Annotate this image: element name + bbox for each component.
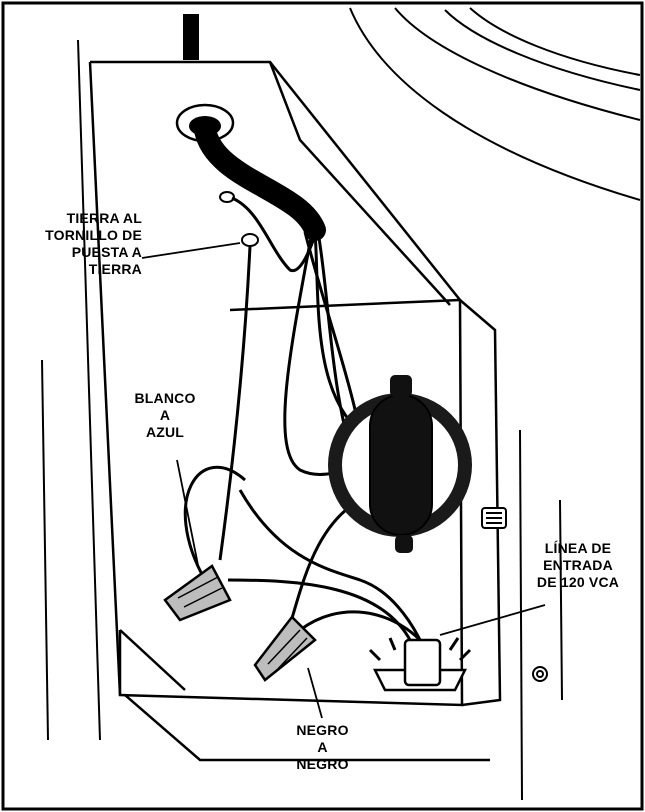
label-black-to-black-line-3: NEGRO <box>296 756 349 772</box>
label-line-in-line-2: ENTRADA <box>543 557 613 573</box>
label-white-to-blue-line-3: AZUL <box>145 424 185 440</box>
power-cable <box>194 119 326 241</box>
label-black-to-black-line-2: A <box>317 739 328 755</box>
label-black-to-black-line-1: NEGRO <box>296 722 349 738</box>
appliance-housing <box>41 7 641 801</box>
label-ground-line-3: PUESTA A <box>71 244 142 260</box>
label-ground-line-2: TORNILLO DE <box>45 227 142 243</box>
label-ground-line-1: TIERRA AL <box>66 210 142 226</box>
wire-nut-black-black <box>253 615 317 682</box>
label-white-to-blue-line-2: A <box>159 407 171 423</box>
ground-screw <box>219 191 259 247</box>
label-line-in: LÍNEA DE ENTRADA DE 120 VCA <box>518 540 638 591</box>
label-line-in-line-1: LÍNEA DE <box>544 540 612 556</box>
strain-relief <box>368 637 472 692</box>
side-bolt <box>481 507 507 529</box>
label-line-in-line-3: DE 120 VCA <box>536 574 620 590</box>
wire-nut-white-blue <box>163 564 232 622</box>
label-white-to-blue-line-1: BLANCO <box>134 390 196 406</box>
label-ground-line-4: TIERRA <box>88 261 142 277</box>
label-white-to-blue: BLANCO A AZUL <box>118 390 212 441</box>
label-black-to-black: NEGRO A NEGRO <box>275 722 370 773</box>
power-cable-top <box>183 14 199 60</box>
leader-lines <box>141 242 546 719</box>
motor-grommet <box>328 375 472 553</box>
label-ground: TIERRA AL TORNILLO DE PUESTA A TIERRA <box>8 210 142 278</box>
side-rivet <box>532 666 548 682</box>
